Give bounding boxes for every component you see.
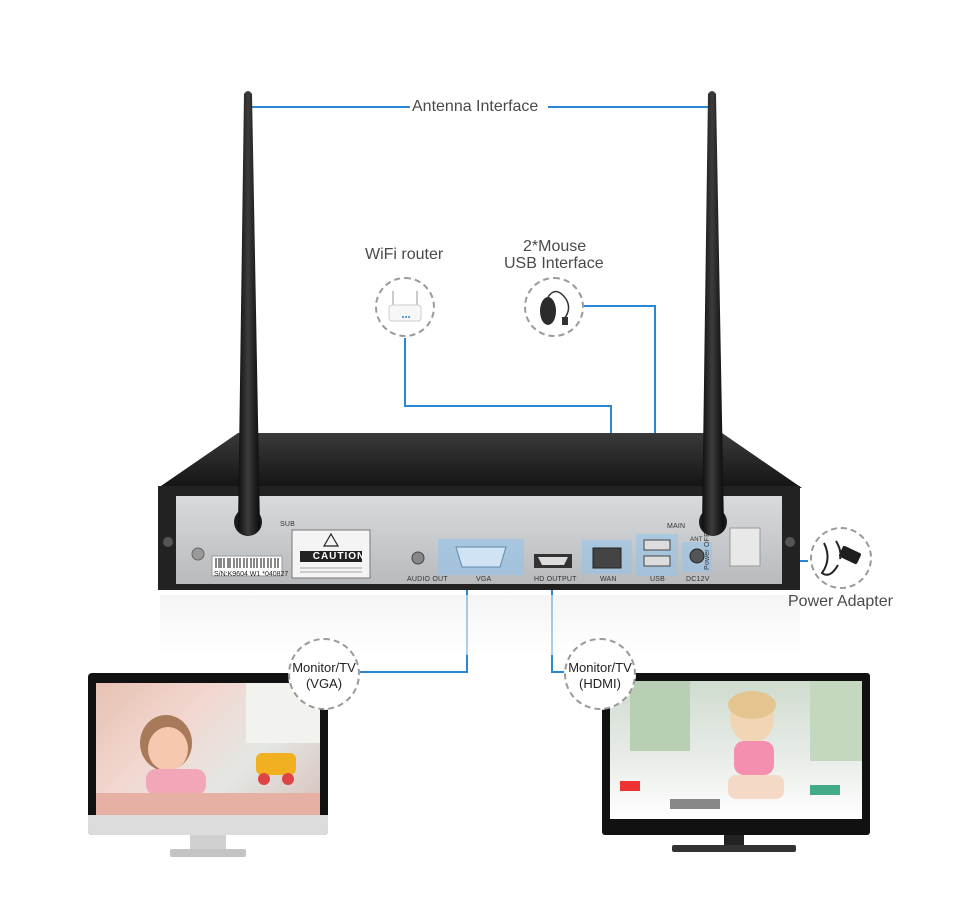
mouse-label-line2: USB Interface (504, 255, 604, 272)
monitor-hdmi-base (672, 845, 796, 852)
monitor-vga-neck (190, 835, 226, 849)
antenna-interface-label: Antenna Interface (412, 98, 539, 115)
child-illustration-left (96, 683, 320, 815)
power-adapter-label: Power Adapter (788, 593, 893, 610)
dvr-top (158, 433, 802, 488)
monitor-vga-base (170, 849, 246, 857)
port-label-dc12v: DC12V (686, 576, 710, 583)
monitor-vga-callout: Monitor/TV (VGA) (288, 638, 360, 710)
monitor-hdmi-neck (724, 835, 744, 845)
port-label-usb: USB (650, 576, 665, 583)
hdmi-callout-line1: Monitor/TV (568, 660, 632, 675)
mouse-callout (524, 277, 584, 337)
monitor-hdmi (602, 673, 870, 835)
router-icon (388, 291, 422, 322)
antenna-right (702, 91, 724, 536)
monitor-hdmi-screen (610, 681, 862, 819)
vga-callout-line1: Monitor/TV (292, 660, 356, 675)
router-callout (375, 277, 435, 337)
monitor-vga (88, 673, 328, 835)
monitor-vga-bezel (88, 815, 328, 835)
serial-number: S/N:K9604 W1 *040827 (214, 571, 289, 578)
mouse-label-line1: 2*Mouse (523, 238, 587, 255)
power-adapter-callout (810, 527, 872, 589)
vga-callout-line2: (VGA) (305, 676, 343, 691)
dvr-device (158, 433, 802, 590)
wifi-router-label: WiFi router (365, 246, 444, 263)
caution-label: CAUTION (312, 551, 366, 562)
antenna-left (238, 91, 260, 536)
port-label-vga: VGA (476, 576, 492, 583)
power-adapter-icon (820, 540, 861, 576)
port-label-ant: ANT (690, 537, 703, 543)
child-illustration-right (620, 681, 862, 809)
mouse-icon (540, 290, 570, 325)
monitor-vga-screen (96, 683, 320, 815)
monitor-hdmi-callout: Monitor/TV (HDMI) (564, 638, 636, 710)
reflection (160, 595, 800, 655)
port-label-audio-out: AUDIO OUT (407, 576, 448, 583)
hdmi-callout-line2: (HDMI) (579, 676, 621, 691)
port-label-hd-output: HD OUTPUT (534, 576, 577, 583)
sub-antenna-label: SUB (280, 521, 295, 528)
main-antenna-label: MAIN (667, 523, 686, 530)
port-label-wan: WAN (600, 576, 617, 583)
